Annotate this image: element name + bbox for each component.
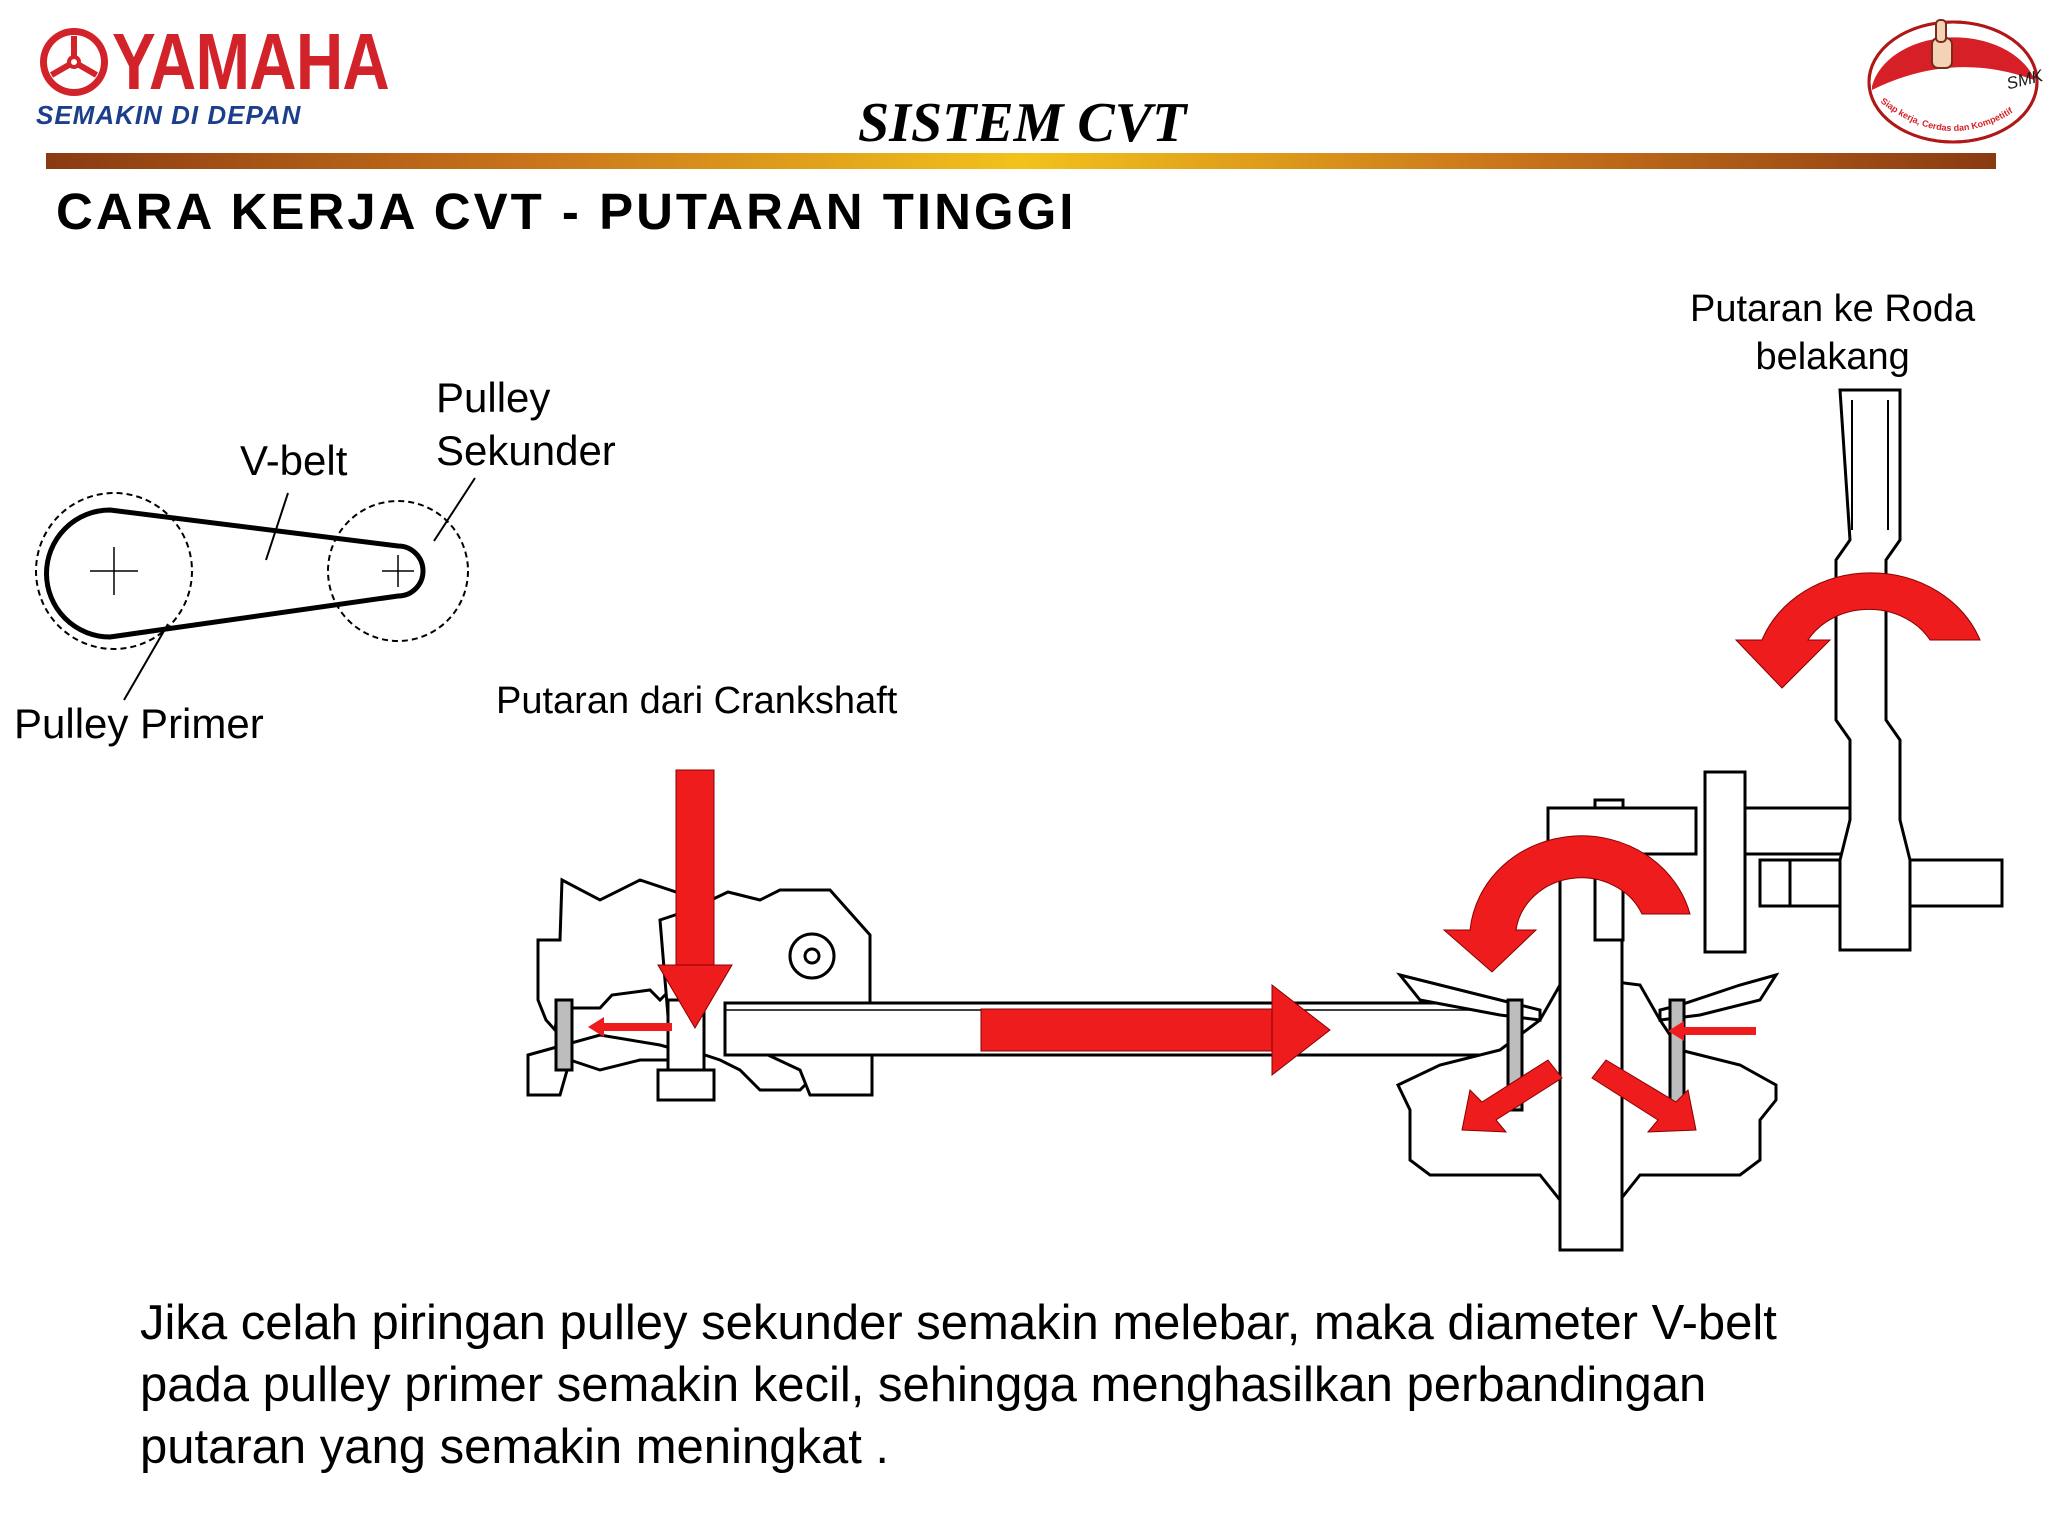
explanation-caption: Jika celah piringan pulley sekunder sema… bbox=[140, 1292, 1980, 1478]
crankshaft-label: Putaran dari Crankshaft bbox=[496, 680, 898, 722]
rear-wheel-label-line2: belakang bbox=[1755, 335, 1910, 378]
secondary-sheave-arrow bbox=[1668, 1021, 1756, 1041]
tuning-fork-emblem-icon bbox=[40, 28, 108, 96]
pulley-sekunder-label-line1: Pulley bbox=[436, 374, 551, 421]
caption-line-2: pada pulley primer semakin kecil, sehing… bbox=[140, 1358, 1707, 1412]
primary-sheave-arrow bbox=[588, 1017, 672, 1037]
thumbs-up-icon bbox=[1931, 19, 1953, 69]
yamaha-logo bbox=[30, 20, 380, 140]
secondary-pulley-circle bbox=[327, 500, 469, 642]
primary-pulley-circle bbox=[35, 492, 193, 650]
secondary-pulley-assembly bbox=[1395, 388, 2004, 1252]
pulley-primer-label: Pulley Primer bbox=[14, 700, 264, 747]
rear-wheel-label-line1: Putaran ke Roda bbox=[1690, 288, 1976, 330]
section-heading: CARA KERJA CVT - PUTARAN TINGGI bbox=[56, 183, 1077, 240]
rear-wheel-rotation-arrow bbox=[1734, 572, 1981, 689]
belt-transfer-arrow bbox=[980, 983, 1331, 1077]
brand-tagline: SEMAKIN DI DEPAN bbox=[36, 100, 302, 130]
caption-line-3: putaran yang semakin meningkat . bbox=[140, 1420, 890, 1474]
rear-wheel-label: Putaran ke Roda belakang bbox=[1690, 286, 1975, 381]
pulley-sekunder-label-line2: Sekunder bbox=[436, 426, 616, 474]
vbelt-label: V-belt bbox=[240, 437, 348, 484]
pulley-sekunder-leader bbox=[433, 477, 476, 542]
slide-title: SISTEM CVT bbox=[858, 92, 1187, 154]
caption-line-1: Jika celah piringan pulley sekunder sema… bbox=[140, 1296, 1777, 1350]
pulley-sekunder-label: Pulley Sekunder bbox=[436, 372, 616, 477]
crankshaft-input-arrow bbox=[657, 769, 733, 1029]
brand-name: YAMAHA bbox=[112, 17, 390, 106]
vbelt-loop bbox=[44, 507, 426, 640]
secondary-spread-arrow-right bbox=[1591, 1059, 1697, 1133]
header-divider bbox=[46, 153, 1996, 169]
pulley-primer-leader bbox=[123, 623, 169, 701]
smk-bisa-badge: SMK Bisa ! Siap kerja, Cerdas dan Kompet… bbox=[1867, 19, 2048, 144]
vbelt-leader bbox=[265, 492, 289, 561]
secondary-rotation-arrow bbox=[1442, 835, 1691, 973]
secondary-spread-arrow-left bbox=[1461, 1059, 1563, 1133]
